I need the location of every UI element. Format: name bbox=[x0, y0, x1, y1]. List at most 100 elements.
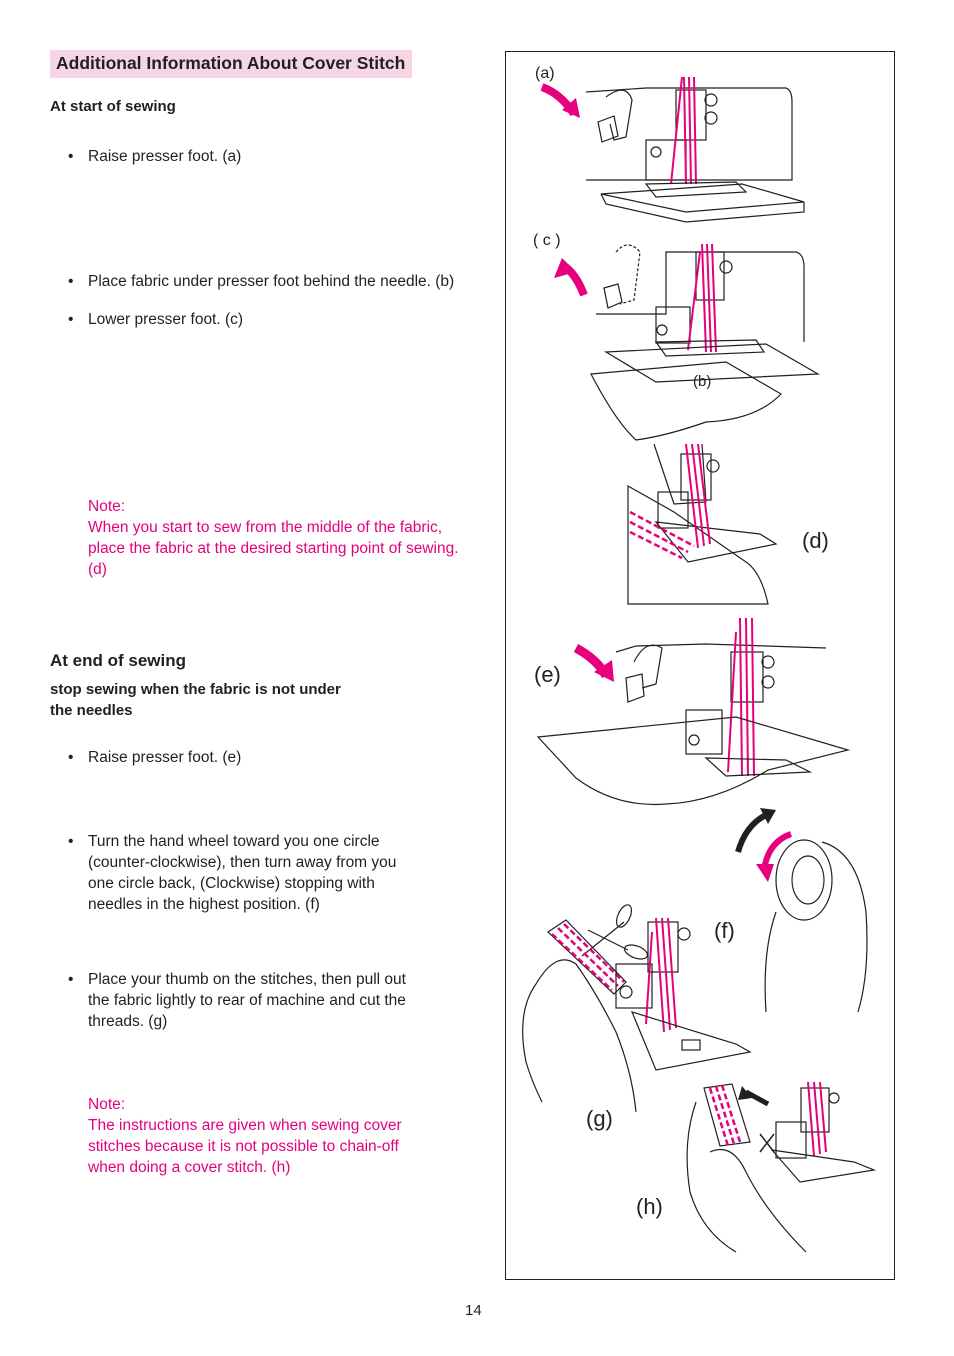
hand-outline bbox=[764, 841, 868, 1013]
note-line: (d) bbox=[88, 561, 107, 578]
figure-f: (f) bbox=[714, 808, 868, 1013]
bullet-text: one circle back, (Clockwise) stopping wi… bbox=[88, 875, 375, 892]
label-e: (e) bbox=[534, 662, 561, 687]
bullet-dot: • bbox=[68, 148, 74, 165]
illustration-frame: (a) ( c ) bbox=[505, 51, 895, 1280]
fabric bbox=[536, 716, 851, 806]
stitch-lines bbox=[551, 923, 625, 991]
hand-wheel bbox=[775, 839, 833, 921]
figure-e: (e) bbox=[534, 617, 851, 806]
screw-icon bbox=[761, 655, 775, 669]
end-bullet-1: • Raise presser foot. (e) bbox=[68, 747, 241, 768]
subheading-line: the needles bbox=[50, 702, 133, 719]
bullet-text: (counter-clockwise), then turn away from… bbox=[88, 854, 397, 871]
machine-body bbox=[615, 643, 827, 653]
presser-foot bbox=[654, 521, 778, 563]
presser-foot bbox=[704, 757, 813, 777]
bullet-text: Lower presser foot. (c) bbox=[88, 311, 244, 328]
thread-lines bbox=[807, 1081, 827, 1157]
end-note: Note: The instructions are given when se… bbox=[88, 1094, 402, 1178]
figure-g bbox=[522, 904, 752, 1113]
presser-foot bbox=[644, 181, 748, 198]
end-bullet-2: • Turn the hand wheel toward you one cir… bbox=[68, 831, 396, 915]
presser-lever bbox=[633, 644, 663, 689]
stitch-lines bbox=[629, 510, 695, 560]
presser-holder bbox=[615, 963, 653, 1009]
presser-holder bbox=[657, 491, 689, 529]
arrow-head-icon bbox=[562, 98, 580, 118]
figure-d: (d) bbox=[627, 443, 829, 605]
start-bullet-3: • Lower presser foot. (c) bbox=[68, 309, 243, 330]
needle-plate bbox=[600, 183, 805, 213]
note-line: place the fabric at the desired starting… bbox=[88, 540, 459, 557]
subheading-line: stop sewing when the fabric is not under bbox=[50, 681, 341, 698]
label-a: (a) bbox=[535, 65, 555, 82]
screw-icon bbox=[656, 324, 668, 336]
bullet-text: Raise presser foot. (e) bbox=[88, 749, 242, 766]
screw-icon bbox=[677, 927, 691, 941]
scissors-blades bbox=[581, 921, 629, 957]
screw-icon bbox=[761, 675, 775, 689]
needle-slot bbox=[681, 1039, 701, 1051]
label-c: ( c ) bbox=[533, 232, 561, 249]
cross-mark-icon bbox=[759, 1133, 775, 1153]
presser-holder bbox=[775, 1121, 807, 1159]
bullet-dot: • bbox=[68, 311, 74, 328]
fabric bbox=[590, 361, 782, 441]
bullet-dot: • bbox=[68, 273, 74, 290]
presser-lever bbox=[615, 244, 641, 305]
arrow-head-icon bbox=[554, 258, 576, 278]
bullet-text: needles in the highest position. (f) bbox=[88, 896, 320, 913]
arrow-head-icon bbox=[738, 1086, 752, 1100]
end-heading: At end of sewing bbox=[50, 651, 186, 670]
arrow-head-icon bbox=[594, 660, 614, 682]
presser-holder bbox=[685, 709, 723, 755]
machine-bed bbox=[600, 193, 805, 223]
presser-foot bbox=[654, 339, 766, 357]
bullet-text: the fabric lightly to rear of machine an… bbox=[88, 992, 406, 1009]
thread-lines bbox=[687, 243, 717, 353]
machine-body bbox=[585, 87, 793, 181]
hand-outline bbox=[522, 959, 637, 1113]
bullet-text: threads. (g) bbox=[88, 1013, 168, 1030]
section-title: Additional Information About Cover Stitc… bbox=[50, 50, 413, 78]
lever-tab bbox=[597, 115, 619, 143]
bullet-text: Turn the hand wheel toward you one circl… bbox=[88, 833, 380, 850]
thread-lines bbox=[670, 76, 697, 185]
note-line: When you start to sew from the middle of… bbox=[88, 519, 443, 536]
screw-icon bbox=[619, 985, 633, 999]
screw-icon bbox=[688, 734, 700, 746]
screw-icon bbox=[704, 93, 718, 107]
machine-arm bbox=[653, 443, 707, 505]
bullet-text: Place fabric under presser foot behind t… bbox=[88, 273, 455, 290]
presser-foot bbox=[770, 1149, 877, 1183]
figure-a: (a) bbox=[535, 65, 805, 223]
end-subheading: stop sewing when the fabric is not under… bbox=[50, 679, 341, 721]
note-label: Note: bbox=[88, 498, 126, 515]
screw-icon bbox=[719, 260, 733, 274]
label-b: (b) bbox=[693, 373, 711, 390]
lever-tab bbox=[603, 283, 623, 309]
lever-tab bbox=[625, 673, 645, 703]
hand-wheel-hub bbox=[791, 855, 825, 905]
hand-outline bbox=[686, 1101, 807, 1253]
stitch-lines bbox=[708, 1084, 742, 1147]
bullet-dot: • bbox=[68, 971, 74, 988]
page-number: 14 bbox=[465, 1302, 482, 1319]
note-label: Note: bbox=[88, 1096, 126, 1113]
scissors-icon bbox=[623, 944, 649, 960]
presser-lever bbox=[605, 89, 633, 141]
fabric bbox=[627, 484, 769, 605]
needle-plate bbox=[603, 343, 821, 383]
machine-body bbox=[596, 251, 805, 342]
figure-c: ( c ) (b) bbox=[533, 232, 821, 441]
note-line: when doing a cover stitch. (h) bbox=[88, 1159, 291, 1176]
screw-icon bbox=[828, 1092, 840, 1104]
bullet-text: Place your thumb on the stitches, then p… bbox=[88, 971, 406, 988]
note-line: stitches because it is not possible to c… bbox=[88, 1138, 399, 1155]
screw-icon bbox=[650, 146, 662, 158]
presser-holder bbox=[655, 306, 691, 344]
arrow-ccw-icon bbox=[735, 811, 770, 853]
label-h: (h) bbox=[636, 1194, 663, 1219]
screw-icon bbox=[704, 111, 718, 125]
